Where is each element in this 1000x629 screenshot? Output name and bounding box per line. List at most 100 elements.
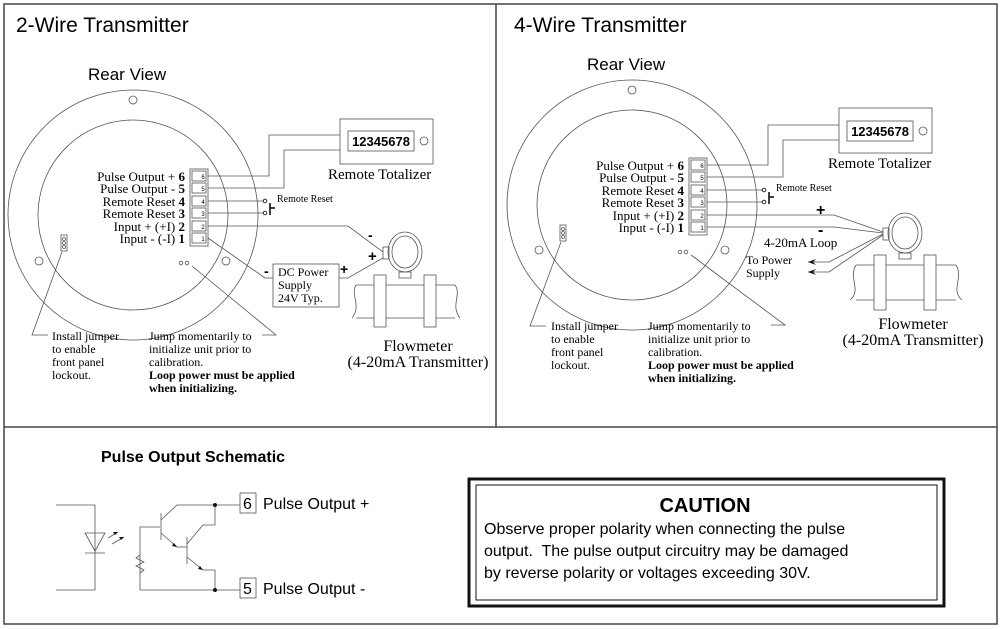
rear-view-label: Rear View bbox=[88, 65, 167, 84]
meter-outer-ring bbox=[7, 89, 259, 341]
terminal-label: Input + (+I) 2 bbox=[114, 219, 185, 234]
pin-number: 3 bbox=[700, 201, 704, 207]
jumper-note: to enable bbox=[52, 342, 96, 356]
wire-input-plus bbox=[707, 214, 884, 233]
pin-number: 5 bbox=[201, 187, 205, 193]
wire-input-minus bbox=[207, 237, 266, 279]
minus-sign: - bbox=[368, 227, 373, 243]
caution-box: CAUTION Observe proper polarity when con… bbox=[467, 477, 946, 608]
pin-number: 3 bbox=[201, 212, 205, 218]
pin-number: 6 bbox=[201, 175, 205, 181]
terminal-label: Pulse Output + 6 bbox=[97, 169, 185, 184]
init-warning: Loop power must be applied bbox=[149, 368, 295, 382]
to-power-label: To Power bbox=[746, 253, 792, 267]
caution-text: Observe proper polarity when connecting … bbox=[484, 521, 845, 538]
jumper-note: lockout. bbox=[551, 358, 590, 372]
pulse-output-schematic: Pulse Output Schematic 6 Pulse Output + … bbox=[56, 449, 369, 599]
meter-inner-ring bbox=[37, 119, 229, 311]
caution-text: by reverse polarity or voltages exceedin… bbox=[484, 565, 811, 582]
flowmeter-label: (4-20mA Transmitter) bbox=[348, 354, 489, 371]
init-note: calibration. bbox=[648, 345, 702, 359]
dc-power-supply bbox=[272, 263, 340, 308]
jumper-note: front panel bbox=[551, 345, 604, 359]
wire-pulse-plus bbox=[208, 134, 340, 177]
init-warning: Loop power must be applied bbox=[648, 358, 794, 372]
wire-pulse-minus bbox=[707, 139, 839, 178]
lockout-jumper bbox=[60, 234, 68, 252]
flowmeter-label: Flowmeter bbox=[878, 316, 948, 333]
terminal-label: Input + (+I) 2 bbox=[613, 208, 684, 223]
meter-inner-ring bbox=[536, 109, 728, 301]
flowmeter-drawing bbox=[849, 212, 963, 311]
terminal-label: Input - (-I) 1 bbox=[120, 231, 185, 246]
totalizer-label: Remote Totalizer bbox=[328, 167, 431, 183]
panel-title: 4-Wire Transmitter bbox=[514, 14, 687, 37]
pin-number: 6 bbox=[700, 164, 704, 170]
flowmeter-label: (4-20mA Transmitter) bbox=[843, 332, 984, 349]
jumper-note: Install jumper bbox=[52, 329, 119, 343]
init-note: initialize unit prior to bbox=[648, 332, 750, 346]
four-wire-panel: 4-Wire Transmitter Rear View Pulse Outpu… bbox=[506, 14, 984, 385]
init-note: calibration. bbox=[149, 355, 203, 369]
init-note: initialize unit prior to bbox=[149, 342, 251, 356]
pin-label: Pulse Output - bbox=[263, 581, 365, 598]
jumper-note: lockout. bbox=[52, 368, 91, 382]
loop-label: 4-20mA Loop bbox=[764, 235, 837, 250]
mount-hole-right bbox=[221, 256, 231, 266]
jumper-note: Install jumper bbox=[551, 319, 618, 333]
power-supply-label: 24V Typ. bbox=[278, 291, 323, 305]
terminal-label: Remote Reset 3 bbox=[602, 195, 685, 210]
init-jumper bbox=[677, 249, 683, 255]
terminal-block: 6 5 4 3 2 1 bbox=[189, 168, 209, 247]
panel-title: 2-Wire Transmitter bbox=[16, 14, 189, 37]
remote-reset-label: Remote Reset bbox=[277, 194, 333, 205]
jumper-note: to enable bbox=[551, 332, 595, 346]
reset-switch-contact bbox=[262, 198, 268, 204]
schematic-title: Pulse Output Schematic bbox=[101, 449, 285, 466]
pin-number: 4 bbox=[201, 200, 205, 206]
reset-switch-contact bbox=[761, 187, 767, 193]
pin-number: 1 bbox=[201, 237, 205, 243]
pin-number: 5 bbox=[243, 581, 252, 598]
plus-sign: + bbox=[340, 261, 348, 277]
wire-input-plus bbox=[208, 225, 384, 253]
plus-sign: + bbox=[816, 202, 825, 219]
caution-text: output. The pulse output circuitry may b… bbox=[484, 543, 848, 560]
minus-sign: - bbox=[264, 263, 269, 279]
terminal-label: Remote Reset 3 bbox=[103, 206, 186, 221]
pin-number: 4 bbox=[700, 189, 704, 195]
terminal-label: Input - (-I) 1 bbox=[619, 220, 684, 235]
junction-dot bbox=[213, 588, 217, 592]
mount-hole-top bbox=[128, 95, 138, 105]
rear-view-label: Rear View bbox=[587, 55, 666, 74]
pin-number: 5 bbox=[700, 176, 704, 182]
arrow-icon bbox=[808, 259, 816, 275]
terminal-label: Remote Reset 4 bbox=[602, 183, 685, 198]
terminal-block: 6 5 4 3 2 1 bbox=[688, 157, 708, 236]
init-warning: when initializing. bbox=[149, 381, 237, 395]
mount-hole-top bbox=[627, 85, 637, 95]
power-supply-label: Supply bbox=[278, 278, 312, 292]
caution-title: CAUTION bbox=[659, 495, 750, 517]
pin-label: Pulse Output + bbox=[263, 496, 369, 513]
mount-hole-left bbox=[34, 256, 44, 266]
terminal-label: Pulse Output - 5 bbox=[599, 170, 684, 185]
lockout-jumper bbox=[559, 224, 567, 242]
pin-number: 1 bbox=[700, 226, 704, 232]
wire-input-minus bbox=[707, 226, 884, 234]
remote-reset-label: Remote Reset bbox=[776, 183, 832, 194]
terminal-label: Pulse Output - 5 bbox=[100, 181, 185, 196]
pin-number: 2 bbox=[201, 225, 205, 231]
totalizer-label: Remote Totalizer bbox=[828, 156, 931, 172]
outer-frame bbox=[3, 3, 998, 625]
minus-sign: - bbox=[818, 222, 823, 239]
init-note: Jump momentarily to bbox=[149, 329, 252, 343]
plus-sign: + bbox=[368, 248, 377, 265]
pin-number: 6 bbox=[243, 496, 252, 513]
flowmeter-drawing bbox=[351, 231, 461, 328]
remote-totalizer bbox=[339, 118, 434, 165]
meter-outer-ring bbox=[506, 79, 758, 331]
remote-totalizer bbox=[838, 107, 933, 154]
pin-number: 2 bbox=[700, 214, 704, 220]
